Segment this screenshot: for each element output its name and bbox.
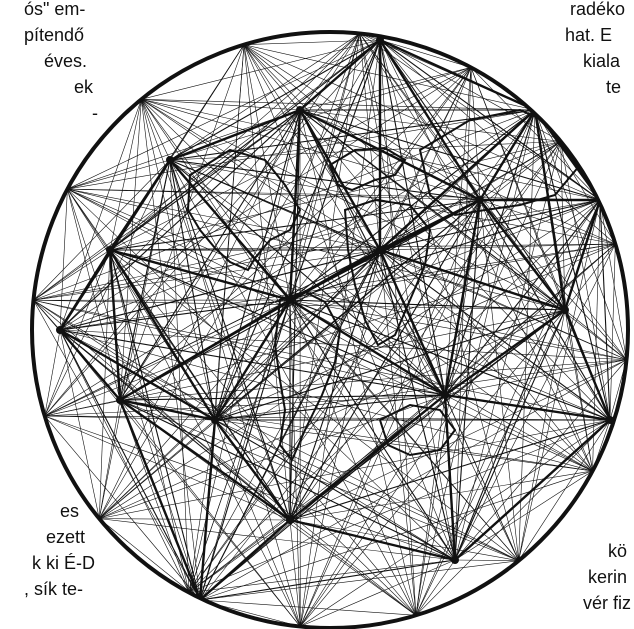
grid-hub <box>56 326 64 334</box>
grid-hub <box>376 36 384 44</box>
grid-hub <box>211 416 219 424</box>
grid-hub <box>606 416 614 424</box>
grid-hub <box>296 106 304 114</box>
grid-hub <box>451 556 459 564</box>
